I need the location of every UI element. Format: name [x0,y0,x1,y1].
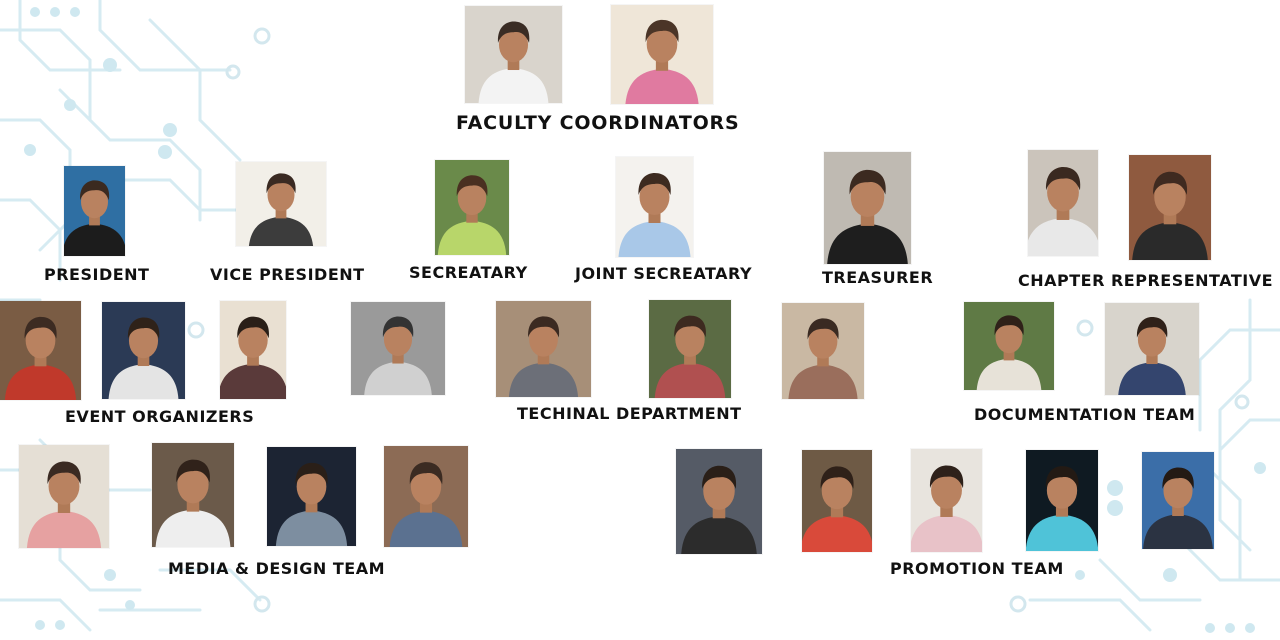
technical-photo-1 [351,302,445,395]
documentation-photo-1 [964,302,1054,390]
label-joint-secretary: JOINT SECREATARY [575,264,753,283]
person-portrait-icon [465,6,562,103]
label-secretary: SECREATARY [409,263,528,282]
person-portrait-icon [1129,155,1211,260]
joint-secretary-photo [616,157,693,257]
person-portrait-icon [1105,303,1199,395]
president-photo [64,166,125,256]
person-portrait-icon [19,445,109,548]
promotion-photo-5 [1142,452,1214,549]
person-portrait-icon [0,301,81,400]
chapter-rep-photo-1 [1028,150,1098,256]
label-chapter-representative: CHAPTER REPRESENTATIVE [1018,271,1274,290]
person-portrait-icon [152,443,234,547]
promotion-photo-4 [1026,450,1098,551]
person-portrait-icon [64,166,125,256]
person-portrait-icon [676,449,762,554]
person-portrait-icon [102,302,185,399]
media-photo-4 [384,446,468,547]
label-media-design-team: MEDIA & DESIGN TEAM [168,559,385,578]
person-portrait-icon [824,152,911,264]
promotion-photo-1 [676,449,762,554]
person-portrait-icon [236,162,326,246]
event-organizer-photo-3 [220,301,286,399]
label-faculty-coordinators: FACULTY COORDINATORS [456,112,740,134]
person-portrait-icon [1026,450,1098,551]
media-photo-2 [152,443,234,547]
treasurer-photo [824,152,911,264]
person-portrait-icon [1142,452,1214,549]
label-documentation-team: DOCUMENTATION TEAM [974,405,1196,424]
person-portrait-icon [1028,150,1098,256]
promotion-photo-2 [802,450,872,552]
person-portrait-icon [435,160,509,255]
event-organizer-photo-2 [102,302,185,399]
person-portrait-icon [649,300,731,398]
person-portrait-icon [496,301,591,397]
person-portrait-icon [351,302,445,395]
chapter-rep-photo-2 [1129,155,1211,260]
secretary-photo [435,160,509,255]
promotion-photo-3 [911,449,982,552]
person-portrait-icon [964,302,1054,390]
documentation-photo-2 [1105,303,1199,395]
technical-photo-2 [496,301,591,397]
person-portrait-icon [616,157,693,257]
event-organizer-photo-1 [0,301,81,400]
technical-photo-3 [649,300,731,398]
label-technical-department: TECHINAL DEPARTMENT [517,404,742,423]
label-president: PRESIDENT [44,265,150,284]
person-portrait-icon [911,449,982,552]
label-promotion-team: PROMOTION TEAM [890,559,1064,578]
person-portrait-icon [384,446,468,547]
vice-president-photo [236,162,326,246]
person-portrait-icon [782,303,864,399]
faculty-photo-2 [611,5,713,104]
label-vice-president: VICE PRESIDENT [210,265,365,284]
technical-photo-4 [782,303,864,399]
faculty-photo-1 [465,6,562,103]
media-photo-1 [19,445,109,548]
person-portrait-icon [220,301,286,399]
person-portrait-icon [611,5,713,104]
person-portrait-icon [802,450,872,552]
media-photo-3 [267,447,356,546]
label-treasurer: TREASURER [822,268,934,287]
label-event-organizers: EVENT ORGANIZERS [65,407,255,426]
person-portrait-icon [267,447,356,546]
